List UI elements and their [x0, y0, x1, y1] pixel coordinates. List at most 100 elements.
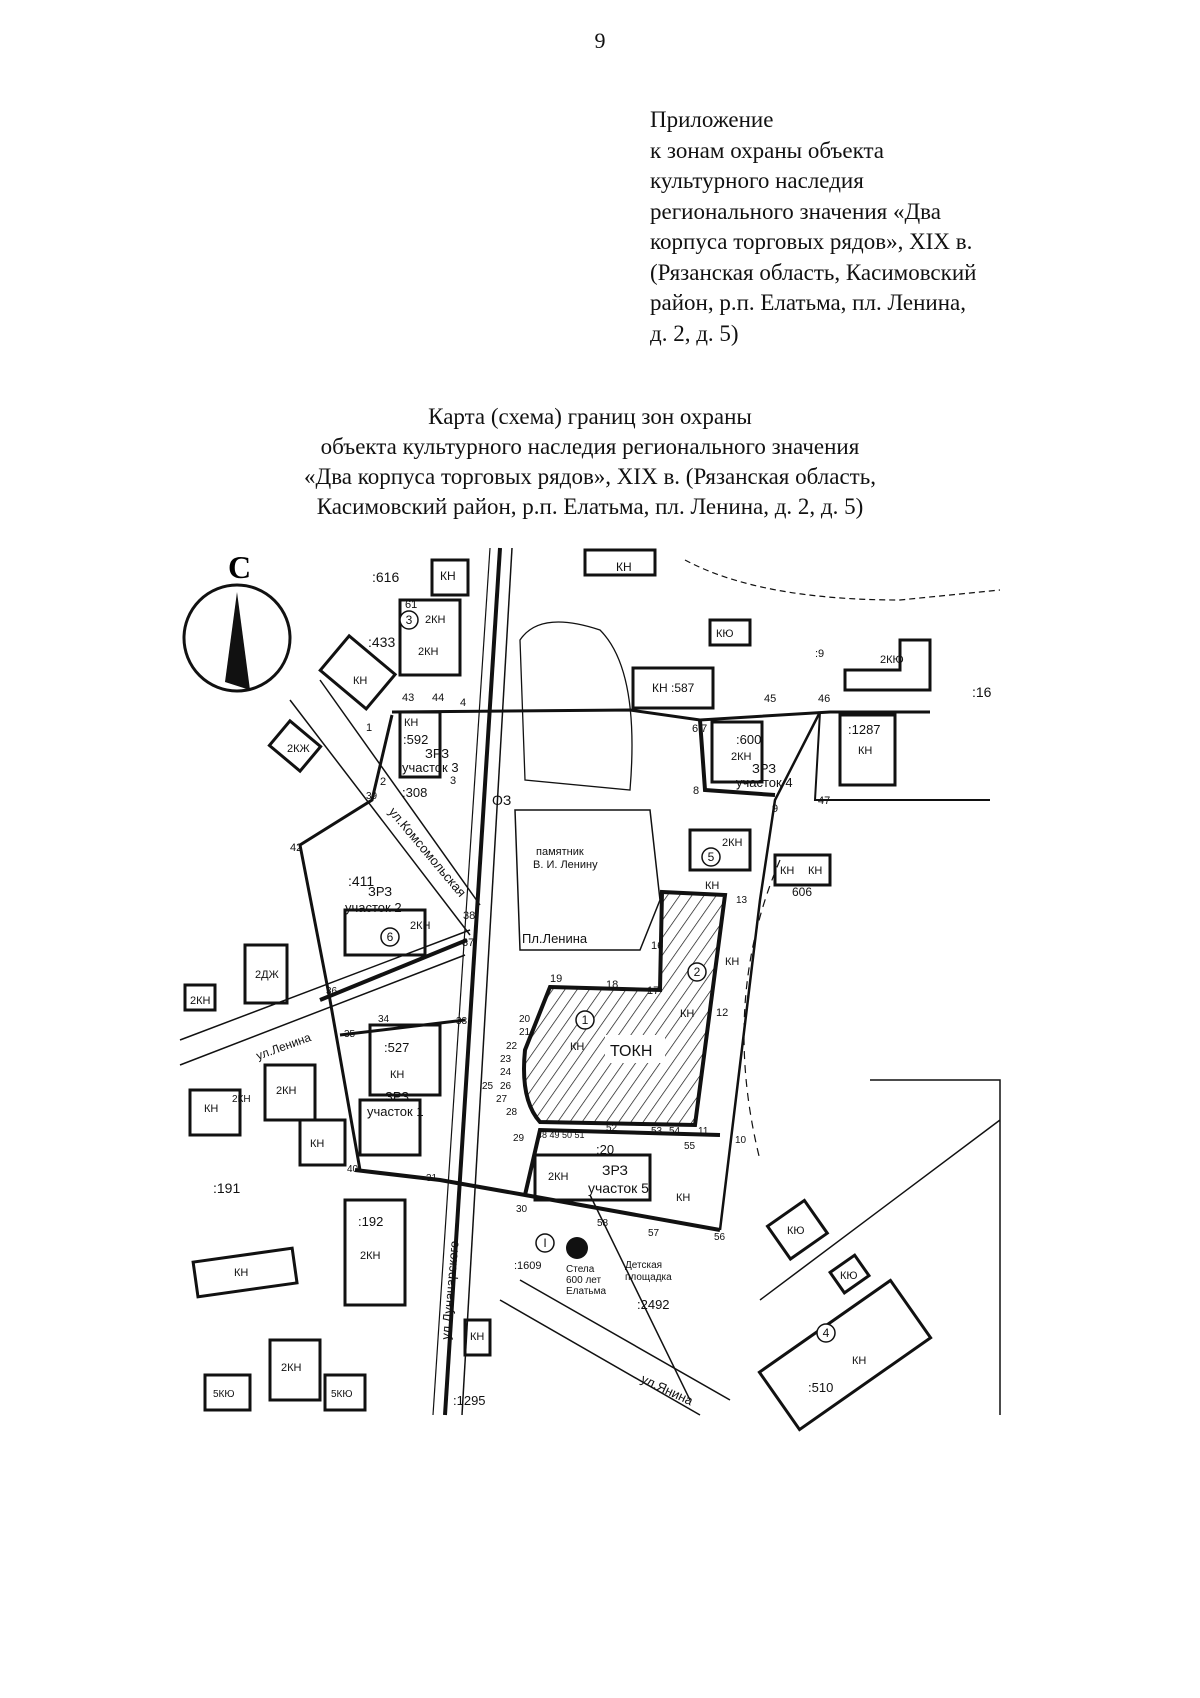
map-label: КН	[204, 1103, 218, 1115]
map-label: 11	[698, 1126, 709, 1137]
map-label: КН	[676, 1192, 690, 1204]
buildings	[183, 548, 933, 1432]
map-label: 2КН	[232, 1094, 251, 1105]
map-label: ул.Комсомольская	[386, 804, 469, 899]
map-label: :9	[815, 648, 824, 660]
building	[343, 908, 427, 957]
map-label: участок 2	[345, 900, 402, 915]
map-label: 2	[380, 776, 386, 788]
map-label: ОЗ	[492, 792, 511, 808]
building	[318, 633, 398, 712]
map-label: памятник	[536, 846, 584, 858]
map-label: КН	[680, 1008, 694, 1020]
building	[583, 548, 657, 577]
map-title-line: Карта (схема) границ зон охраны	[428, 404, 752, 429]
map-label: 9	[772, 803, 778, 815]
compass: С	[182, 549, 292, 693]
map-label: ЗРЗ	[602, 1162, 628, 1178]
map-label: 22	[506, 1041, 518, 1052]
map-label: 56	[714, 1232, 726, 1243]
map-label: КН	[390, 1069, 404, 1081]
zone-boundary	[523, 1127, 721, 1196]
map-label: 2КН	[722, 837, 743, 849]
map-label: 53	[651, 1126, 663, 1137]
map-label: 25	[482, 1081, 494, 1092]
map-label: 2ДЖ	[255, 969, 279, 981]
map-label: КН	[570, 1041, 584, 1053]
map-label: 1	[366, 722, 372, 734]
building	[203, 1373, 252, 1412]
map-label: КН	[808, 865, 822, 877]
map-label: :2492	[637, 1297, 670, 1312]
map-label: КН	[852, 1355, 866, 1367]
map-label: 2КН	[425, 614, 446, 626]
appendix-line: Приложение	[650, 107, 774, 132]
map-label: :411	[348, 873, 374, 889]
map-label: 57	[648, 1228, 660, 1239]
street-komsomolskaya	[289, 699, 471, 936]
building	[631, 666, 715, 710]
map-label: Елатьма	[566, 1286, 607, 1297]
map-label: КН	[234, 1267, 248, 1279]
map-label: 45	[764, 693, 776, 705]
map-label: 38	[463, 910, 475, 922]
path	[743, 859, 781, 1161]
map-label: 2КН	[281, 1362, 302, 1374]
circled-number-ring	[575, 1010, 595, 1030]
map-title-line: «Два корпуса торговых рядов», XIX в. (Ря…	[304, 464, 876, 489]
circled-number: 3	[406, 613, 413, 627]
map-label: 3	[450, 775, 456, 787]
map-label: площадка	[625, 1272, 672, 1283]
map-label: 42	[290, 842, 302, 854]
map-label: 12	[716, 1007, 728, 1019]
map-label: 2КН	[418, 646, 439, 658]
appendix-line: (Рязанская область, Касимовский	[650, 259, 977, 285]
map-label: :527	[384, 1040, 409, 1055]
building	[708, 618, 752, 647]
map-label: 16	[651, 940, 663, 952]
map-label: 21	[519, 1027, 531, 1038]
map-label: 4	[460, 697, 466, 709]
appendix-line: культурного наследия	[650, 168, 864, 193]
appendix-line: район, р.п. Елатьма, пл. Ленина,	[650, 290, 966, 315]
map-label: 58	[597, 1218, 609, 1229]
map-label: :592	[403, 732, 428, 747]
map-title-line: Касимовский район, р.п. Елатьма, пл. Лен…	[316, 494, 864, 519]
building	[191, 1246, 299, 1299]
map-label: ЗРЗ	[368, 884, 392, 899]
map-label: 52	[606, 1123, 618, 1134]
main-road	[443, 547, 502, 1416]
building	[298, 1118, 347, 1167]
map-label: 13	[736, 895, 748, 906]
map-label: 36	[326, 986, 338, 997]
circled-number: 6	[387, 930, 394, 944]
zone-boundary	[698, 719, 776, 797]
map-label: :616	[372, 569, 399, 585]
circled-number-ring	[535, 1233, 555, 1253]
zone-boundary	[354, 1168, 721, 1232]
map-label: 10	[735, 1135, 747, 1146]
building	[430, 558, 470, 597]
map-label: КЮ	[716, 628, 734, 640]
park	[519, 621, 633, 791]
circled-number-ring	[399, 610, 419, 630]
map-label: 48 49 50 51	[537, 1130, 585, 1140]
map-label: 61	[405, 599, 417, 611]
map-label: В. И. Ленину	[533, 859, 598, 871]
map-label: ул.Янина	[639, 1371, 696, 1408]
map-label: 18	[606, 979, 618, 991]
zone-boundary	[339, 1018, 466, 1037]
map-label: 2КЖ	[287, 743, 310, 755]
map-label: 2КН	[410, 920, 431, 932]
building	[533, 1153, 652, 1202]
map-label: 19	[550, 973, 562, 985]
map-label: КН	[440, 569, 456, 583]
map-label: 17	[647, 985, 659, 997]
page-number: 9	[594, 28, 606, 53]
map-label: КЮ	[840, 1270, 858, 1282]
map-label: КН	[404, 717, 418, 729]
circled-number: 4	[823, 1326, 830, 1340]
map-label: :308	[402, 785, 427, 800]
